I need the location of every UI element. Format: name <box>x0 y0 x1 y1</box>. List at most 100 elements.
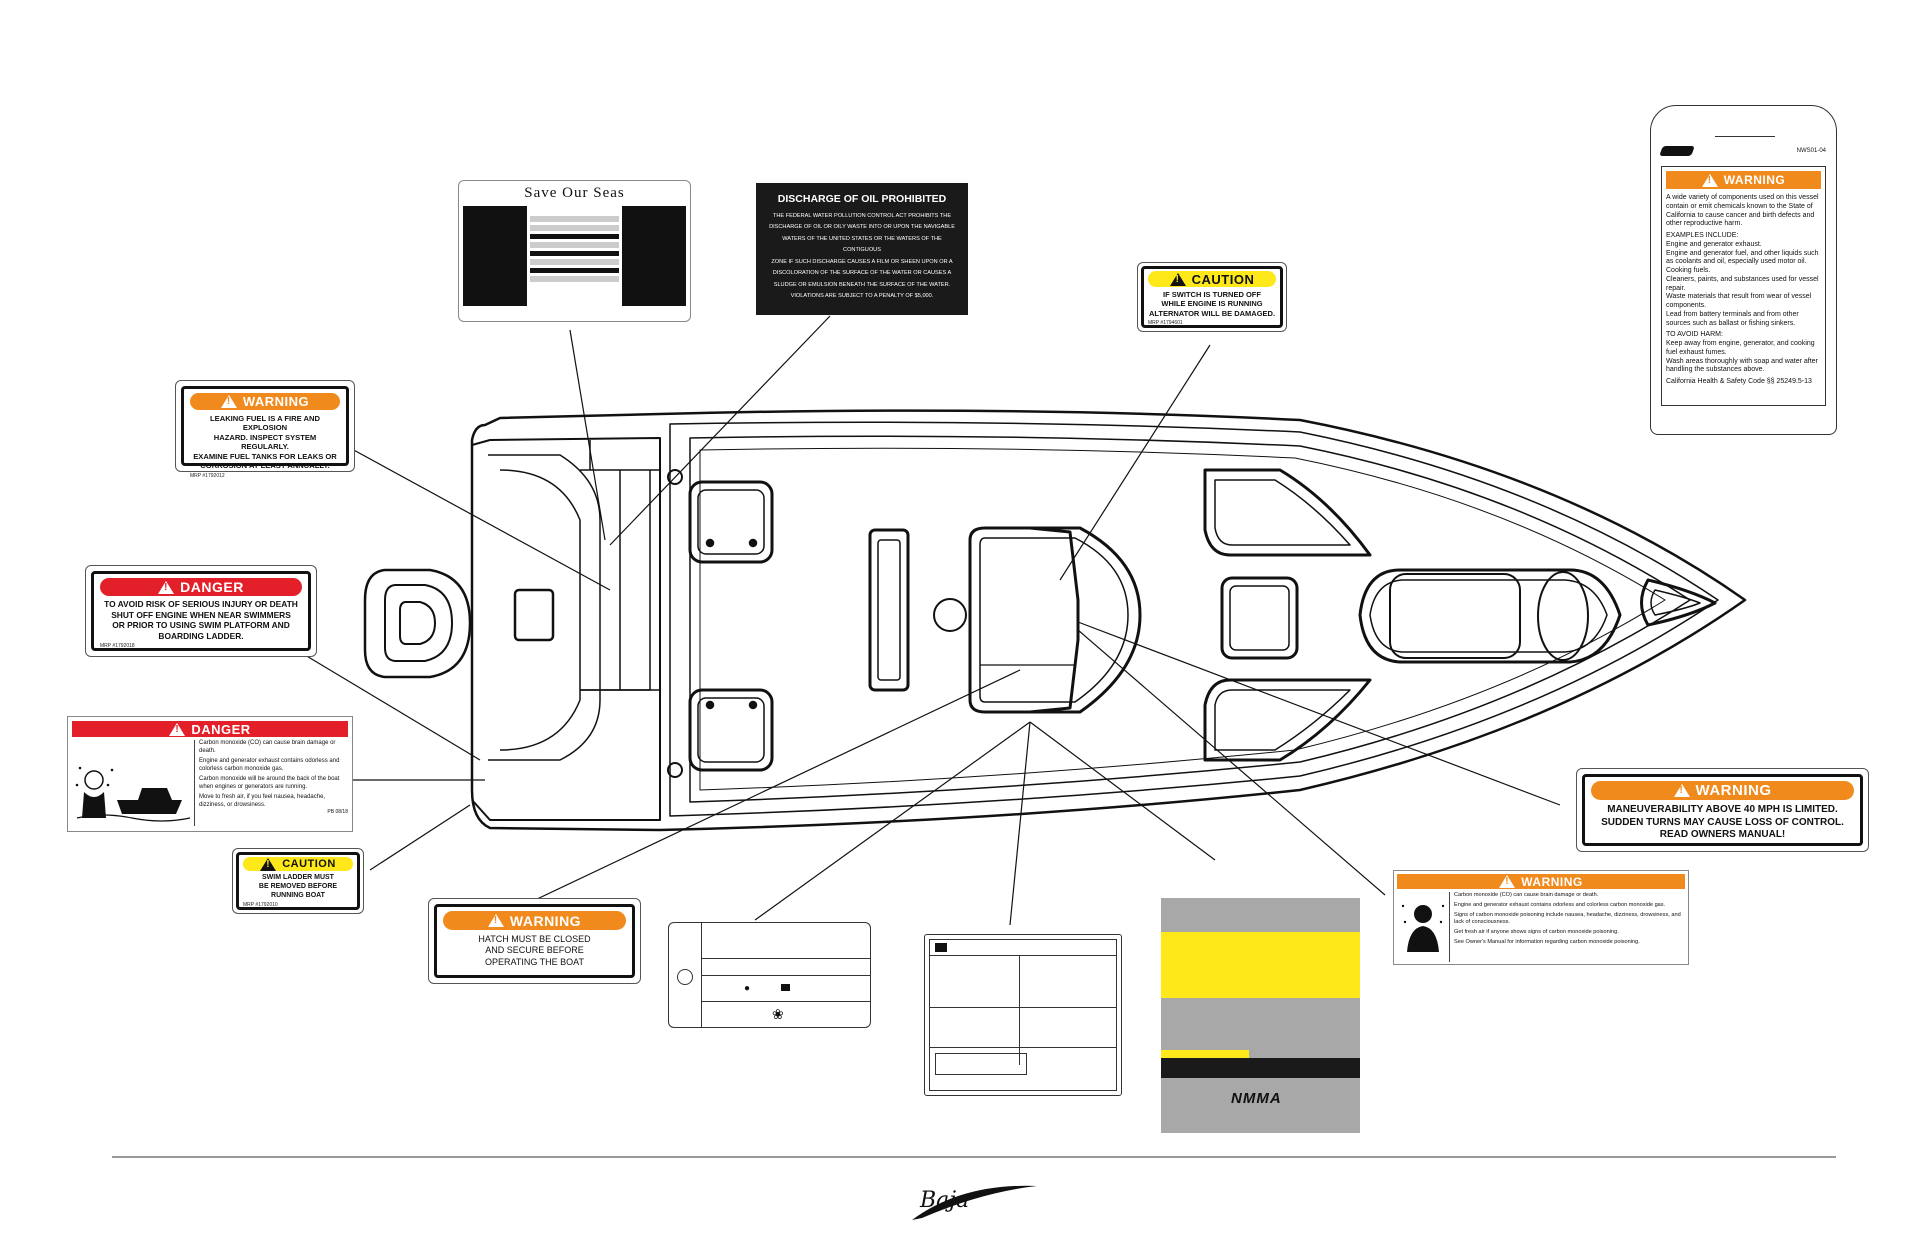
warning-line: HAZARD. INSPECT SYSTEM REGULARLY. <box>213 432 317 452</box>
danger-co-line: Carbon monoxide (CO) can cause brain dam… <box>199 740 336 754</box>
nmma-certification-label: NMMA <box>1161 898 1360 1133</box>
tag-example: Cooking fuels. <box>1666 267 1711 274</box>
warning-header: WARNING <box>509 912 582 929</box>
oil-discharge-line: DISCOLORATION OF THE SURFACE OF THE WATE… <box>772 270 952 277</box>
hull-outline <box>470 409 1747 832</box>
danger-header: DANGER <box>180 579 244 595</box>
warning-co-line: Engine and generator exhaust contains od… <box>1454 901 1666 908</box>
caution-line: IF SWITCH IS TURNED OFF <box>1163 290 1261 299</box>
warning-fuel-label: WARNING LEAKING FUEL IS A FIRE AND EXPLO… <box>175 380 355 479</box>
casting-deck <box>1358 568 1622 664</box>
caution-line: BE REMOVED BEFORE <box>258 882 338 890</box>
danger-line: OR PRIOR TO USING SWIM PLATFORM AND <box>112 620 290 630</box>
tag-example: Waste materials that result from wear of… <box>1666 293 1812 309</box>
label-code: MRP #1792010 <box>243 902 278 909</box>
danger-line: BOARDING LADDER. <box>158 630 244 641</box>
nmma-logo: NMMA <box>1231 1090 1282 1107</box>
transom <box>471 437 661 821</box>
oil-discharge-line: SLUDGE OR EMULSION BENEATH THE SURFACE O… <box>773 281 951 288</box>
tag-intro: A wide variety of components used on thi… <box>1666 194 1819 228</box>
warning-hatch-label: WARNING HATCH MUST BE CLOSED AND SECURE … <box>428 898 641 984</box>
caution-alternator-label: CAUTION IF SWITCH IS TURNED OFF WHILE EN… <box>1137 262 1287 332</box>
warning-co-line: Carbon monoxide (CO) can cause brain dam… <box>1454 892 1599 898</box>
warning-co-label: WARNING Carbon monoxide (CO) can cause b… <box>1393 870 1689 965</box>
swim-step <box>513 588 555 642</box>
console <box>968 526 1142 714</box>
caution-line: SWIM LADDER MUST <box>262 874 334 881</box>
tag-example: Engine and generator fuel, and other liq… <box>1666 249 1819 266</box>
tag-examples-title: EXAMPLES INCLUDE: <box>1666 232 1739 239</box>
flag-icon <box>935 943 947 952</box>
warning-co-line: Signs of carbon monoxide poisoning inclu… <box>1454 911 1681 925</box>
outboard-motor <box>363 568 472 679</box>
california-prop65-tag: NWS01-04 WARNING A wide variety of compo… <box>1650 105 1837 435</box>
danger-co-label: DANGER Carbon monoxide (CO) can cause br… <box>67 716 353 832</box>
caution-line: RUNNING BOAT <box>271 891 325 899</box>
fore-hatch-port <box>1203 468 1372 557</box>
tag-logo <box>1659 146 1695 156</box>
tag-avoid: Keep away from engine, generator, and co… <box>1666 340 1815 356</box>
warning-maneuverability-label: WARNING MANEUVERABILITY ABOVE 40 MPH IS … <box>1576 768 1869 852</box>
label-code: PB 08/18 <box>327 809 348 815</box>
danger-co-line: Engine and generator exhaust contains od… <box>199 758 340 772</box>
baja-logo: Baja <box>902 1178 1042 1228</box>
tag-avoid-title: TO AVOID HARM: <box>1666 331 1723 339</box>
caution-line: WHILE ENGINE IS RUNNING <box>1161 299 1263 309</box>
warning-triangle-icon <box>1169 272 1186 286</box>
warning-header: WARNING <box>1521 874 1583 889</box>
person-icon: ● <box>744 983 751 994</box>
caution-line: ALTERNATOR WILL BE DAMAGED. <box>1148 308 1276 318</box>
warning-triangle-icon <box>1701 173 1718 187</box>
warning-header: WARNING <box>1695 782 1772 799</box>
danger-swimmers-label: DANGER TO AVOID RISK OF SERIOUS INJURY O… <box>85 565 317 657</box>
warning-line: LEAKING FUEL IS A FIRE AND EXPLOSION <box>210 414 320 433</box>
oil-discharge-line: THE FEDERAL WATER POLLUTION CONTROL ACT … <box>772 213 952 219</box>
warning-triangle-icon <box>220 395 237 408</box>
warning-co-line: See Owner's Manual for information regar… <box>1454 938 1640 945</box>
tag-example: Engine and generator exhaust. <box>1666 240 1762 248</box>
certification-plate <box>924 934 1122 1096</box>
caution-header: CAUTION <box>282 858 336 870</box>
fore-hatch-center <box>1220 576 1299 660</box>
warning-triangle-icon <box>487 914 504 927</box>
label-code: MRP #1794601 <box>1148 320 1183 327</box>
save-our-seas-title: Save Our Seas <box>524 185 625 201</box>
caution-header: CAUTION <box>1191 271 1255 287</box>
warning-header: WARNING <box>242 394 310 409</box>
tag-avoid: Wash areas thoroughly with soap and wate… <box>1666 357 1818 374</box>
oil-discharge-title: DISCHARGE OF OIL PROHIBITED <box>777 193 947 205</box>
co-person-icon <box>1397 892 1450 962</box>
warning-line: READ OWNERS MANUAL! <box>1659 829 1786 840</box>
warning-line: OPERATING THE BOAT <box>484 956 584 967</box>
tag-warning-header: WARNING <box>1723 173 1786 187</box>
save-our-seas-label: Save Our Seas <box>458 180 691 322</box>
warning-line: AND SECURE BEFORE <box>485 945 584 956</box>
propeller-icon: ❀ <box>772 1006 784 1022</box>
label-code: MRP #1792012 <box>190 472 225 479</box>
warning-line: CORROSION AT LEAST ANNUALLY. <box>200 461 330 471</box>
tag-code: NWS01-04 <box>1796 148 1826 154</box>
side-storage <box>868 528 910 692</box>
warning-line: HATCH MUST BE CLOSED <box>478 934 591 944</box>
capacity-plate: ● ❀ <box>668 922 871 1028</box>
mounting-hole-icon <box>677 969 693 985</box>
danger-line: TO AVOID RISK OF SERIOUS INJURY OR DEATH <box>104 599 298 609</box>
danger-co-line: Move to fresh air, if you feel nausea, h… <box>199 794 326 808</box>
warning-triangle-icon <box>169 722 186 736</box>
danger-header: DANGER <box>191 721 251 737</box>
label-code: MRP #1792018 <box>100 643 135 649</box>
warning-triangle-icon <box>1673 784 1690 797</box>
oil-discharge-line: WATERS OF THE UNITED STATES OR THE WATER… <box>782 235 942 254</box>
rear-hatch-lower <box>688 688 774 772</box>
warning-line: MANEUVERABILITY ABOVE 40 MPH IS LIMITED. <box>1607 804 1838 815</box>
warning-line: SUDDEN TURNS MAY CAUSE LOSS OF CONTROL. <box>1601 816 1844 828</box>
tag-footer: California Health & Safety Code §§ 25249… <box>1666 378 1812 385</box>
bow <box>1640 578 1717 627</box>
oil-discharge-line: VIOLATIONS ARE SUBJECT TO A PENALTY OF $… <box>790 293 934 300</box>
caution-ladder-label: CAUTION SWIM LADDER MUST BE REMOVED BEFO… <box>232 848 364 914</box>
danger-line: SHUT OFF ENGINE WHEN NEAR SWIMMERS <box>111 609 291 620</box>
warning-co-line: Get fresh air if anyone shows signs of c… <box>1454 928 1619 935</box>
tag-example: Cleaners, paints, and substances used fo… <box>1666 275 1819 292</box>
co-pictogram <box>72 740 195 826</box>
